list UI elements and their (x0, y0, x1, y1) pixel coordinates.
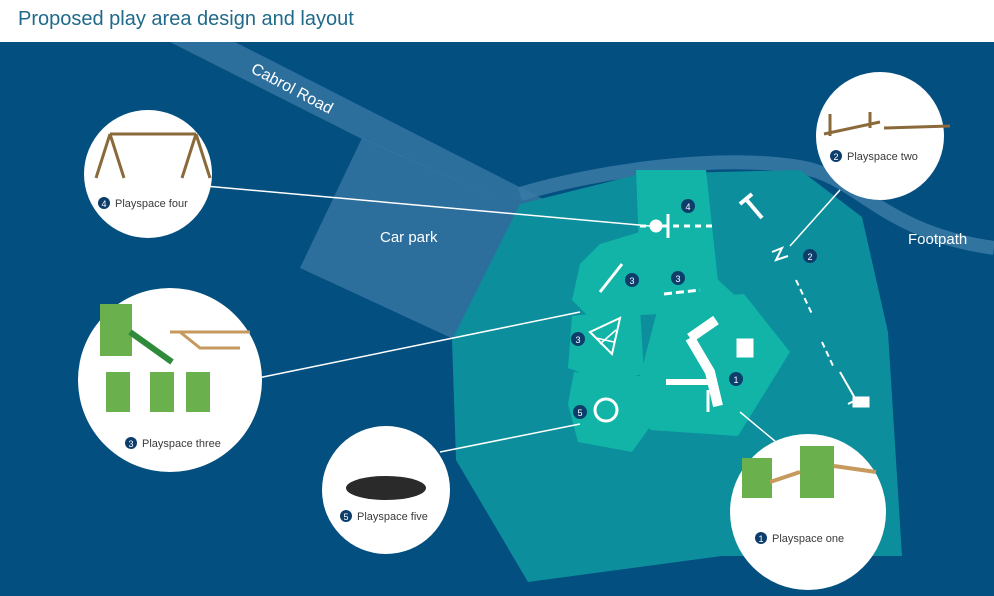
svg-text:4: 4 (101, 199, 106, 209)
zone-marker-3b: 3 (671, 271, 685, 285)
svg-text:5: 5 (577, 408, 582, 418)
car-park-label: Car park (380, 229, 438, 246)
climbing-frame-icon (742, 446, 877, 498)
svg-text:3: 3 (575, 335, 580, 345)
zone-marker-3c: 3 (571, 332, 585, 346)
svg-text:3: 3 (629, 276, 634, 286)
zone-playspace-three-lower (568, 308, 644, 382)
svg-text:Playspace five: Playspace five (357, 511, 428, 523)
svg-text:Playspace four: Playspace four (115, 198, 188, 210)
zone-playspace-five (568, 372, 652, 452)
zone-playspace-one (640, 294, 790, 436)
svg-text:Playspace one: Playspace one (772, 533, 844, 545)
swing-icon (94, 132, 212, 179)
callout-playspace-four: 4 Playspace four (84, 110, 212, 238)
zone-playspace-three-upper (572, 232, 740, 318)
callout-playspace-five: 5 Playspace five (322, 426, 450, 554)
car-park-area (300, 138, 520, 342)
zone-marker-5: 5 (573, 405, 587, 419)
svg-text:3: 3 (675, 274, 680, 284)
cabrol-road (170, 42, 545, 208)
connector-lines (204, 185, 841, 463)
svg-text:1: 1 (758, 534, 763, 544)
zone-marker-4: 4 (681, 199, 695, 213)
page-title: Proposed play area design and layout (18, 8, 354, 30)
zone-marker-3a: 3 (625, 273, 639, 287)
zone-marker-1: 1 (729, 372, 743, 386)
footpath-label: Footpath (908, 231, 967, 248)
svg-text:Playspace three: Playspace three (142, 438, 221, 450)
site-map: Cabrol Road Car park Footpath 1 2 3 3 3 … (0, 42, 994, 596)
callout-playspace-two: 2 Playspace two (816, 72, 951, 200)
svg-text:3: 3 (128, 439, 133, 449)
header: Proposed play area design and layout (0, 0, 994, 42)
svg-text:5: 5 (343, 512, 348, 522)
svg-text:Playspace two: Playspace two (847, 151, 918, 163)
svg-text:4: 4 (685, 202, 690, 212)
footpath (517, 155, 994, 255)
svg-text:2: 2 (807, 252, 812, 262)
svg-text:2: 2 (833, 152, 838, 162)
zone-marker-2: 2 (803, 249, 817, 263)
balance-beam-icon (823, 112, 951, 136)
callout-playspace-three: 3 Playspace three (78, 288, 262, 472)
zone-number-markers: 1 2 3 3 3 4 5 (571, 199, 817, 419)
roundabout-icon (346, 476, 426, 500)
play-tower-icon (100, 304, 250, 412)
callout-playspace-one: 1 Playspace one (730, 434, 886, 590)
svg-text:1: 1 (733, 375, 738, 385)
equipment-glyphs (588, 192, 870, 423)
